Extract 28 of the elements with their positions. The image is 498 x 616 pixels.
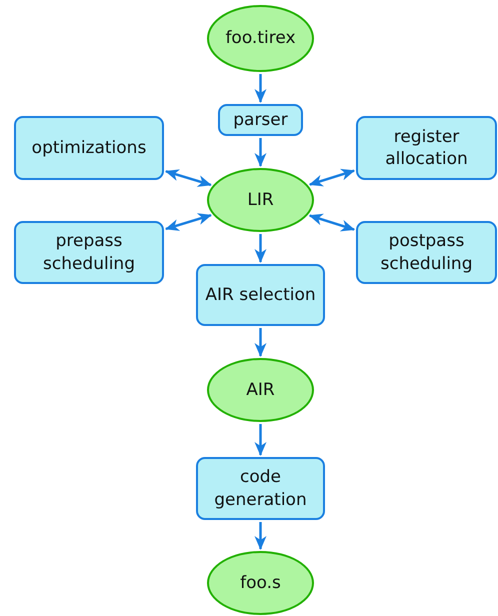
- arrow: [254, 74, 266, 103]
- node-label: prepass scheduling: [42, 230, 136, 275]
- process-box: [356, 116, 497, 180]
- process-box: [218, 104, 303, 136]
- node-label: postpass scheduling: [379, 230, 474, 275]
- arrow: [254, 424, 266, 456]
- node-label: foo.tirex: [225, 27, 296, 50]
- process-box: [14, 221, 164, 284]
- node-label: register allocation: [384, 126, 469, 170]
- node-label: AIR: [246, 378, 275, 402]
- node-label: parser: [233, 108, 288, 132]
- arrow: [254, 522, 266, 550]
- node-label: LIR: [247, 188, 274, 212]
- node-label: foo.s: [240, 572, 281, 594]
- arrow: [164, 169, 212, 187]
- node-label: optimizations: [32, 136, 146, 160]
- arrow: [308, 214, 356, 232]
- node-label: AIR selection: [205, 284, 316, 306]
- process-box: [196, 264, 325, 326]
- arrow: [308, 168, 356, 186]
- process-box: [356, 221, 497, 284]
- arrow: [254, 138, 266, 167]
- process-box: [14, 116, 164, 180]
- process-box: [196, 457, 325, 520]
- arrow: [254, 328, 266, 357]
- arrow: [164, 213, 212, 231]
- arrow: [254, 234, 266, 263]
- node-label: code generation: [213, 466, 308, 511]
